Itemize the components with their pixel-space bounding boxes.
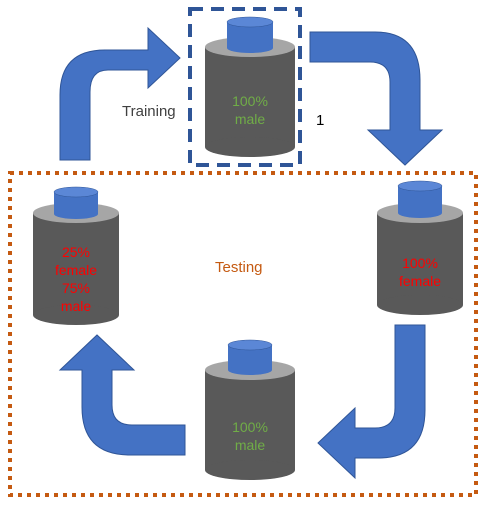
arrow-left-to-top (59, 26, 181, 161)
cylinder-right-line-2: female (398, 273, 442, 289)
cylinder-bottom-text: 100% male (205, 418, 295, 454)
cylinder-bottom-line-1: 100% (232, 419, 268, 435)
index-label: 1 (316, 112, 325, 129)
cylinder-right-text: 100% female (377, 254, 463, 290)
cylinder-right (377, 180, 463, 315)
training-label: Training (122, 103, 176, 120)
cylinder-bottom (205, 339, 295, 480)
cylinder-bottom-line-2: male (234, 437, 266, 453)
cylinder-training-line-2: male (234, 111, 266, 127)
arrow-right-to-bottom (317, 324, 426, 480)
cylinder-left (33, 186, 119, 325)
testing-label: Testing (215, 259, 263, 276)
cap-right (397, 180, 443, 218)
training-region-border (188, 7, 302, 167)
cylinder-training-line-1: 100% (232, 93, 268, 109)
cylinder-right-line-1: 100% (402, 255, 438, 271)
cylinder-left-text: 25% female 75% male (33, 243, 119, 315)
cylinder-training (205, 16, 295, 157)
testing-region-border (8, 171, 478, 497)
cap-left (53, 186, 99, 219)
cylinder-left-line-1: 25% (61, 244, 91, 260)
cylinder-left-line-4: male (60, 298, 92, 314)
cylinder-left-line-3: 75% (61, 280, 91, 296)
cap-training (226, 16, 274, 53)
cap-bottom (227, 339, 273, 375)
cylinder-training-text: 100% male (205, 92, 295, 128)
arrow-bottom-to-left (58, 334, 186, 456)
cylinder-left-line-2: female (54, 262, 98, 278)
arrow-top-to-right (309, 31, 444, 166)
